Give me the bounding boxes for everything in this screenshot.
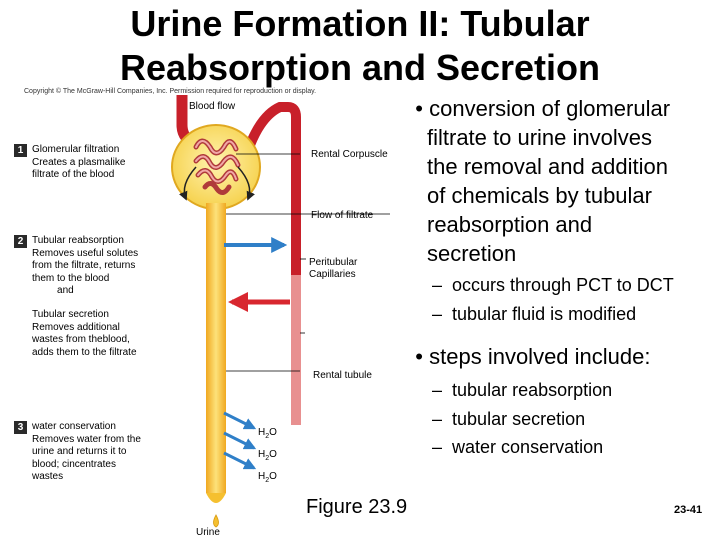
dash-glyph: – <box>432 380 443 400</box>
urine-drop <box>213 514 219 528</box>
sub-bullet: water conservation <box>452 437 604 457</box>
blood-flow-label: Blood flow <box>189 101 236 112</box>
water-arrow-1 <box>223 411 257 430</box>
step-2-line: and <box>32 285 74 297</box>
bullet-steps: • steps involved include: <box>395 342 650 371</box>
slide-title: Urine Formation II: Tubular Reabsorption… <box>0 2 720 90</box>
bullet-conversion: • conversion of glomerular filtrate to u… <box>395 94 670 268</box>
step-3-line: blood; cincentrates <box>32 458 116 470</box>
bullet-line: steps involved include: <box>429 344 651 369</box>
step-1-number: 1 <box>14 144 27 157</box>
bullet-glyph: • <box>415 344 423 369</box>
urine-formation-diagram: Blood flow Rental Corpuscle Flow of filt… <box>171 95 390 538</box>
step-1-line: Glomerular filtration <box>32 144 120 155</box>
secretion-line: Tubular secretion <box>32 309 109 320</box>
step-1-glomerular-filtration: 1 Glomerular filtration Creates a plasma… <box>14 144 125 182</box>
bullet-line: conversion of glomerular <box>429 96 671 121</box>
renal-tubule-label: Rental tubule <box>313 370 372 381</box>
step-2-number: 2 <box>14 235 27 248</box>
flow-of-filtrate-label: Flow of filtrate <box>311 210 374 221</box>
water-arrow-3 <box>223 451 257 470</box>
step-1-line: Creates a plasmalike <box>32 156 126 168</box>
secretion-line: adds them to the filtrate <box>32 346 137 358</box>
step-3-line: urine and returns it to <box>32 446 127 458</box>
secretion-line: Removes additional <box>32 321 120 333</box>
bullet-line: secretion <box>427 241 517 266</box>
bullet-glyph: • <box>415 96 423 121</box>
h2o-label-2: H2O <box>258 449 277 462</box>
peritubular-label-1: Peritubular <box>309 257 358 268</box>
step-2-line: Tubular reabsorption <box>32 235 124 246</box>
bullet-line: reabsorption and <box>427 212 593 237</box>
title-line-2: Reabsorption and Secretion <box>119 47 601 88</box>
sub-bullets-conversion: – occurs through PCT to DCT – tubular fl… <box>432 271 674 328</box>
h2o-label-1: H2O <box>258 427 277 440</box>
step-1-line: filtrate of the blood <box>32 169 115 181</box>
step-2-line: from the filtrate, returns <box>32 260 136 272</box>
renal-corpuscle-label: Rental Corpuscle <box>311 149 388 160</box>
dash-glyph: – <box>432 437 443 457</box>
title-line-1: Urine Formation II: Tubular <box>130 3 590 44</box>
sub-bullet: tubular secretion <box>452 408 586 429</box>
secretion-line: wastes from theblood, <box>32 334 130 346</box>
copyright-notice: Copyright © The McGraw-Hill Companies, I… <box>24 88 317 95</box>
efferent-arteriole <box>245 102 301 385</box>
bullet-line: the removal and addition <box>427 154 668 179</box>
step-3-line: wastes <box>32 471 64 483</box>
bullet-line: filtrate to urine involves <box>427 125 652 150</box>
step-2-tubular-reabsorption: 2 Tubular reabsorption Removes useful so… <box>14 235 138 298</box>
figure-caption: Figure 23.9 <box>306 496 408 518</box>
sub-bullets-steps: – tubular reabsorption – tubular secreti… <box>432 376 612 462</box>
sub-bullet: tubular fluid is modified <box>452 303 637 324</box>
step-2b-tubular-secretion: Tubular secretion Removes additional was… <box>32 309 137 359</box>
step-3-number: 3 <box>14 421 27 434</box>
dash-glyph: – <box>432 408 443 429</box>
h2o-label-3: H2O <box>258 471 277 484</box>
step-3-water-conservation: 3 water conservation Removes water from … <box>14 421 141 484</box>
renal-tubule <box>206 203 226 493</box>
dash-glyph: – <box>432 303 443 324</box>
peritubular-label-2: Capillaries <box>309 269 356 280</box>
step-3-line: Removes water from the <box>32 433 141 445</box>
urine-label: Urine <box>196 527 220 538</box>
step-2-line: Removes useful solutes <box>32 247 139 259</box>
dash-glyph: – <box>432 275 443 295</box>
step-2-line: them to the blood <box>32 272 110 284</box>
page-number: 23-41 <box>674 504 703 516</box>
sub-bullet: tubular reabsorption <box>452 380 613 400</box>
bullet-line: of chemicals by tubular <box>427 183 652 208</box>
sub-bullet: occurs through PCT to DCT <box>452 275 674 295</box>
water-arrow-2 <box>223 431 257 450</box>
step-3-line: water conservation <box>32 421 116 432</box>
